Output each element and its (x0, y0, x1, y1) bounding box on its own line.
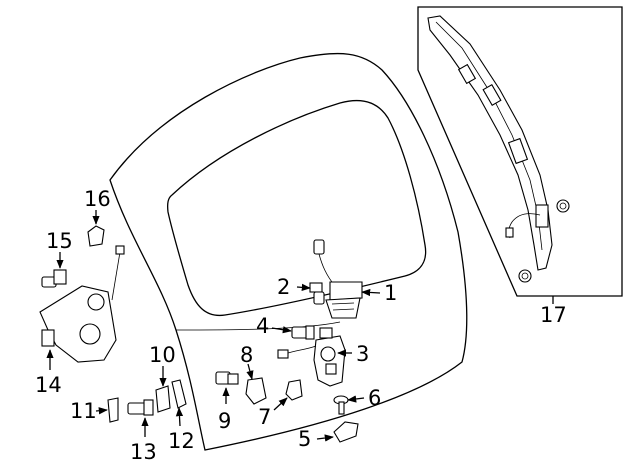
part-10-clip (155, 385, 171, 413)
part-14-motor (39, 245, 125, 363)
callout-12: 12 (168, 429, 195, 453)
inset-panel-17 (417, 6, 623, 297)
leader-lines (46, 210, 554, 442)
callout-10: 10 (149, 343, 176, 367)
callout-5: 5 (298, 427, 311, 451)
callout-13: 13 (130, 440, 157, 464)
back-glass-window (166, 99, 427, 317)
callout-16: 16 (84, 187, 111, 211)
callout-9: 9 (218, 409, 231, 433)
callout-11: 11 (70, 399, 97, 423)
part-1-assembly (313, 239, 363, 319)
part-2-bolt (309, 282, 325, 305)
part-3-latch (277, 327, 346, 387)
part-12-retainer (171, 379, 187, 409)
part-9-grommet (215, 371, 239, 385)
liftgate-trim-line (175, 321, 341, 331)
part-11-clip (107, 397, 119, 423)
callout-15: 15 (46, 229, 73, 253)
callout-14: 14 (35, 373, 62, 397)
part-13-bolt (127, 399, 154, 416)
part-15-bolt (41, 269, 67, 288)
callout-3: 3 (356, 342, 369, 366)
part-4-bolt (291, 325, 315, 340)
callout-6: 6 (368, 386, 381, 410)
callout-17: 17 (540, 303, 567, 327)
part-7-bracket (285, 379, 303, 401)
callout-7: 7 (258, 405, 271, 429)
part-8-clip (245, 377, 267, 405)
part-16-cap (87, 225, 105, 247)
part-5-cover (333, 421, 359, 443)
callout-8: 8 (240, 343, 253, 367)
part-6-screw (333, 395, 349, 415)
callout-4: 4 (256, 314, 269, 338)
callout-2: 2 (277, 275, 290, 299)
part-17-spoiler (427, 15, 570, 283)
callout-1: 1 (384, 281, 397, 305)
liftgate-outline (109, 52, 468, 451)
